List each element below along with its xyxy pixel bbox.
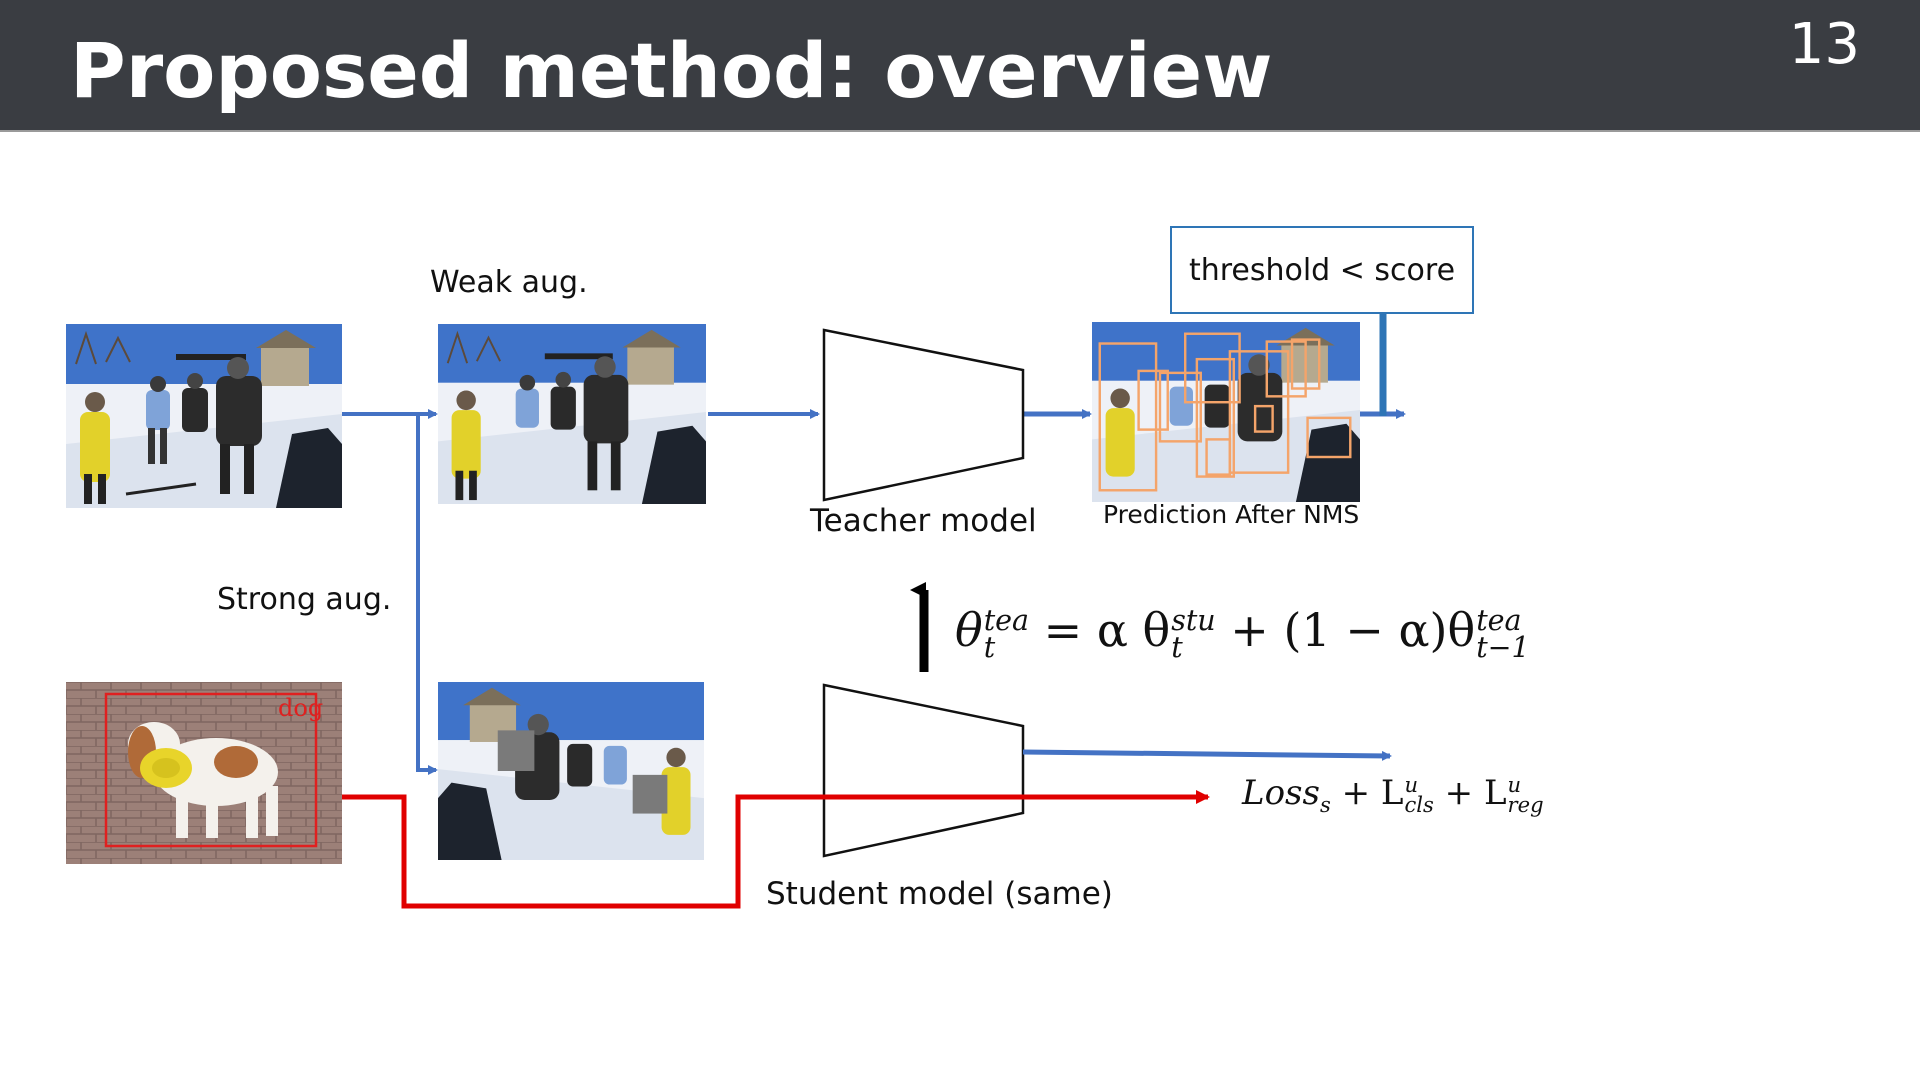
- prediction-after-nms-label: Prediction After NMS: [1103, 500, 1360, 529]
- formula-sup-tea2: tea: [1476, 603, 1522, 637]
- unlabeled-input-image: [66, 324, 342, 508]
- formula-sub-t2: t: [1171, 631, 1183, 664]
- loss-cls-sup: u: [1404, 771, 1419, 797]
- loss-reg-sup: u: [1507, 771, 1522, 797]
- ski-scene-picture: [438, 324, 706, 504]
- blue-connector-input-to-strong: [342, 412, 438, 775]
- threshold-box: threshold < score: [1170, 226, 1474, 314]
- loss-plus-1: + L: [1330, 773, 1404, 813]
- blue-connector-student-out: [1022, 749, 1392, 761]
- ski-scene-flipped-cutout: [438, 682, 704, 860]
- formula-theta: θ: [955, 603, 983, 657]
- weak-aug-label: Weak aug.: [430, 265, 588, 300]
- loss-plus-2: + L: [1433, 773, 1507, 813]
- slide-header: Proposed method: overview 13: [0, 0, 1920, 132]
- loss-base-sub: s: [1319, 791, 1331, 817]
- strong-aug-image: [438, 682, 704, 860]
- formula-sup-tea: tea: [983, 603, 1030, 637]
- ski-scene-with-detections: [1092, 322, 1360, 502]
- strong-aug-label: Strong aug.: [217, 582, 392, 617]
- formula-one-minus-alpha: + (1 − α)θ: [1215, 603, 1476, 657]
- loss-cls-sub: cls: [1404, 792, 1434, 817]
- prediction-image: [1092, 322, 1360, 502]
- loss-reg-sub: reg: [1507, 792, 1544, 817]
- student-model-shape: [822, 683, 1025, 858]
- red-connector-labeled: [342, 794, 1023, 909]
- formula-sub-tm1: t−1: [1476, 631, 1530, 664]
- teacher-model-shape: [822, 328, 1025, 502]
- page-number: 13: [1788, 12, 1860, 77]
- formula-sup-stu: stu: [1171, 603, 1216, 637]
- ski-scene-picture: [66, 324, 342, 508]
- slide-title: Proposed method: overview: [70, 26, 1273, 115]
- loss-base: Loss: [1242, 773, 1320, 813]
- threshold-label: threshold < score: [1188, 252, 1456, 288]
- formula-sub-t: t: [983, 631, 996, 664]
- formula-eq-alpha: = α θ: [1029, 603, 1171, 657]
- student-model-label: Student model (same): [766, 876, 1113, 912]
- teacher-model-label: Teacher model: [810, 503, 1037, 539]
- dog-with-frisbee-picture: dog: [66, 682, 342, 864]
- weak-aug-image: [438, 324, 706, 504]
- dog-class-label: dog: [278, 694, 323, 722]
- labeled-input-image: dog: [66, 682, 342, 864]
